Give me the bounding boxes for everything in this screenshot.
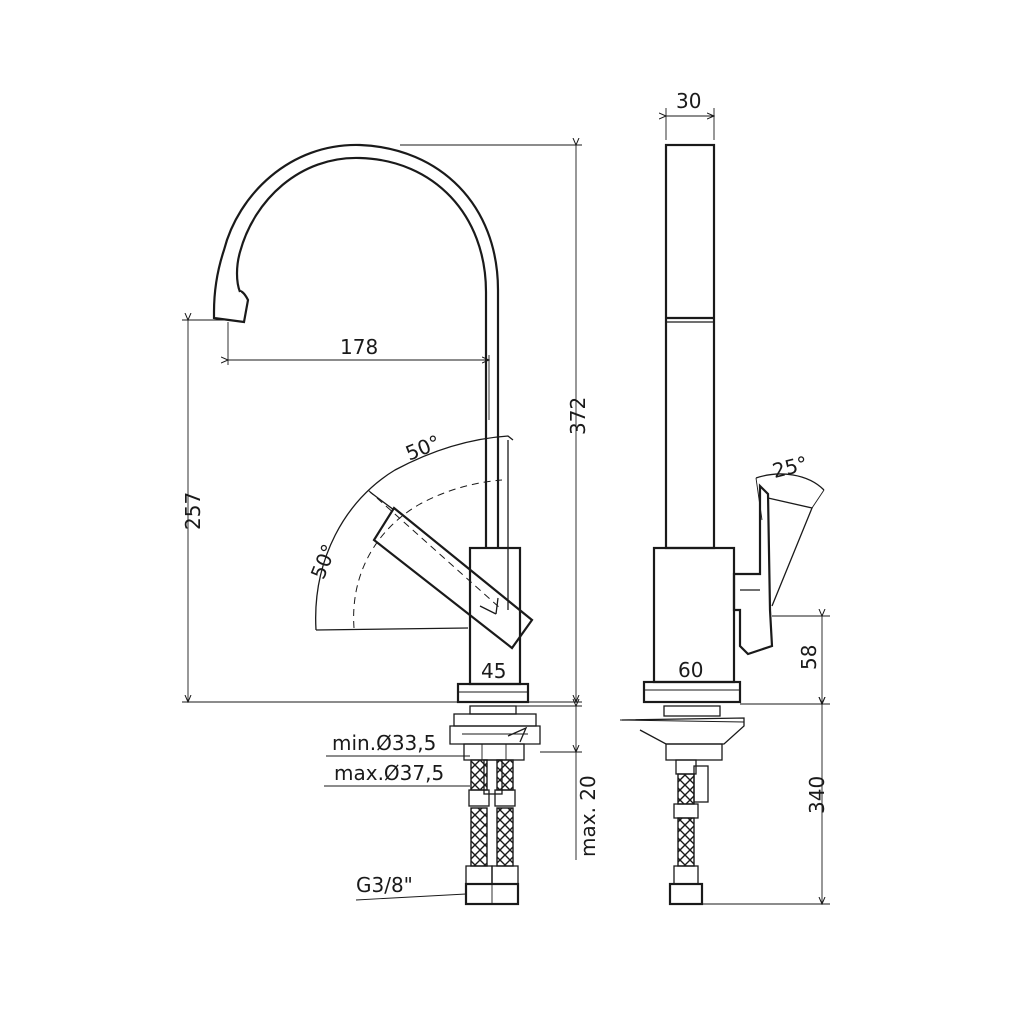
side-base-ring	[642, 680, 742, 704]
spout-outer	[212, 143, 500, 548]
max-thickness-label: max. 20	[576, 775, 600, 857]
side-body-width-label: 60	[678, 658, 703, 682]
total-height-label: 372	[566, 397, 590, 435]
front-view: 50° 50° 178 257 372 45	[181, 143, 600, 906]
spout-inner	[235, 156, 488, 548]
top-width-label: 30	[676, 89, 701, 113]
max-hole-label: max.Ø37,5	[334, 761, 444, 785]
side-angle-arc	[755, 473, 825, 491]
front-mounting	[449, 705, 541, 906]
lever-angle-side-label: 50°	[306, 541, 342, 583]
lever-arc-inner-dash	[353, 479, 503, 629]
side-spout	[664, 143, 716, 550]
spout-tip	[212, 290, 250, 324]
front-body-width-label: 45	[481, 659, 506, 683]
handle-height-label: 58	[797, 645, 821, 670]
connection-label: G3/8"	[356, 873, 413, 897]
lever-arc-outer	[315, 435, 514, 631]
hose-length-label: 340	[805, 776, 829, 814]
front-lever	[372, 506, 534, 650]
side-view: 30 60 25° 58	[619, 89, 830, 906]
spout-height-label: 257	[181, 492, 205, 530]
front-base-ring	[456, 682, 530, 704]
lever-angle-up-label: 50°	[402, 430, 444, 466]
side-connector	[668, 882, 704, 906]
min-hole-label: min.Ø33,5	[332, 731, 436, 755]
side-mounting	[619, 705, 745, 906]
front-hose-left	[470, 759, 488, 791]
side-handle	[732, 483, 774, 656]
spout-reach-label: 178	[340, 335, 378, 359]
